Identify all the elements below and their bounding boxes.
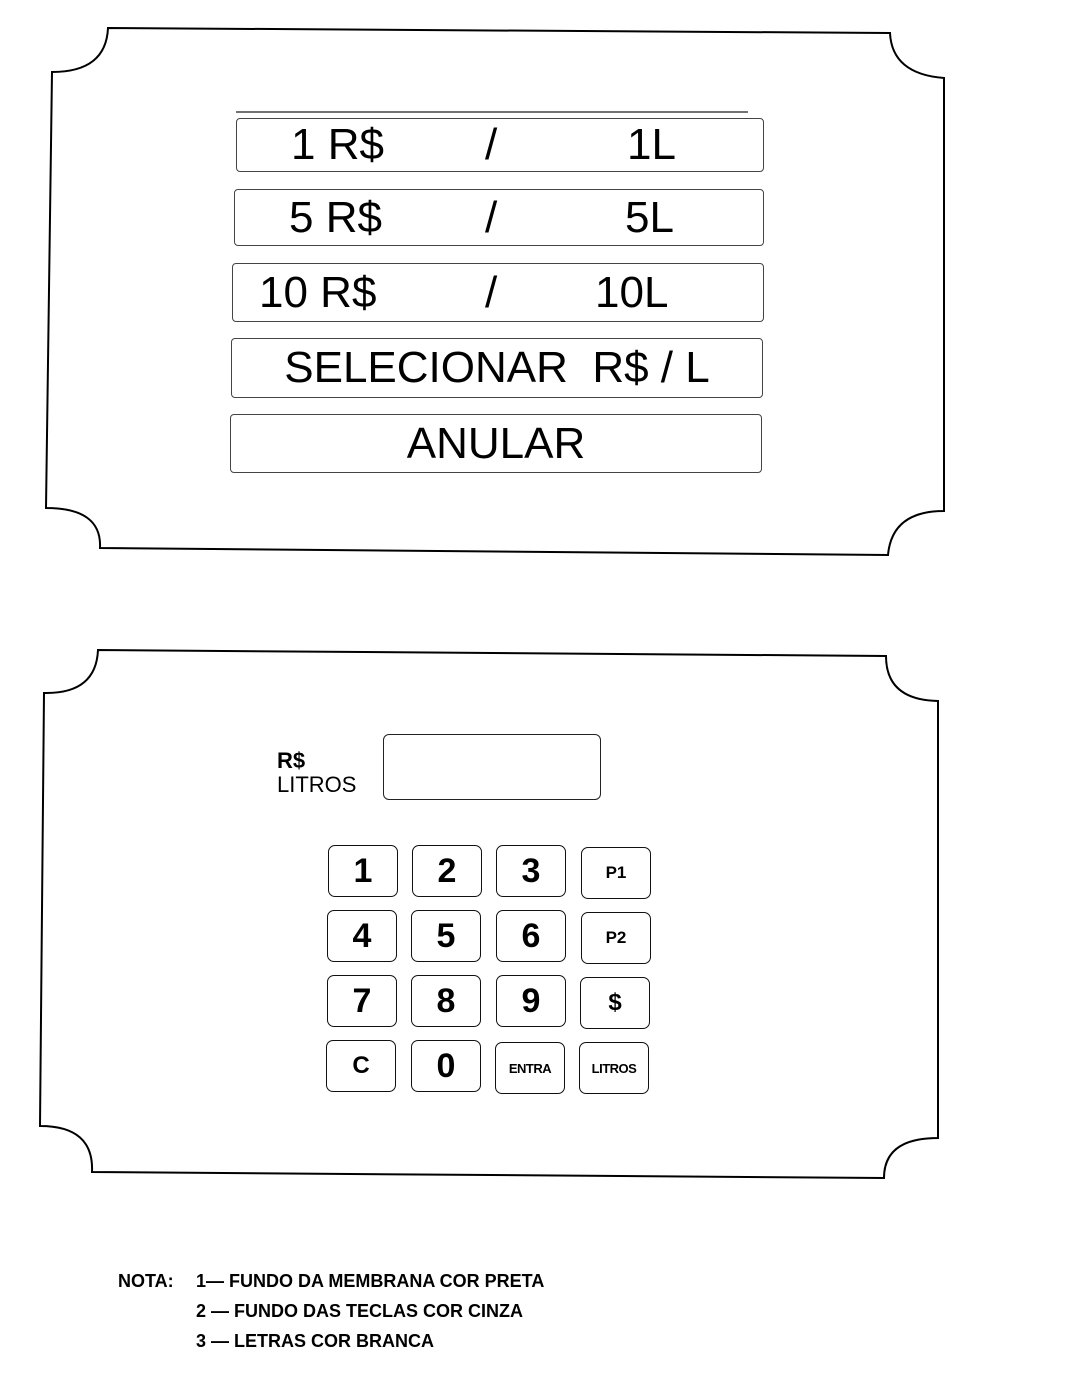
option-separator: / bbox=[485, 267, 498, 317]
key-p2[interactable]: P2 bbox=[581, 912, 651, 964]
key-0[interactable]: 0 bbox=[411, 1040, 481, 1092]
option-litres: 10L bbox=[595, 267, 669, 317]
cancel-button[interactable]: ANULAR bbox=[230, 414, 762, 473]
note-item: 2 — FUNDO DAS TECLAS COR CINZA bbox=[196, 1301, 524, 1321]
key-clear[interactable]: C bbox=[326, 1040, 396, 1092]
key-currency[interactable]: $ bbox=[580, 977, 650, 1029]
key-4[interactable]: 4 bbox=[327, 910, 397, 962]
select-amount-label: SELECIONAR R$ / L bbox=[284, 343, 710, 392]
option-10-real-10-litre[interactable]: 10 R$ / 10L bbox=[232, 263, 764, 322]
amount-display bbox=[383, 734, 601, 800]
option-separator: / bbox=[485, 120, 498, 169]
key-litres[interactable]: LITROS bbox=[579, 1042, 649, 1094]
select-amount-button[interactable]: SELECIONAR R$ / L bbox=[231, 338, 763, 398]
option-litres: 5L bbox=[625, 192, 674, 242]
option-litres: 1L bbox=[627, 120, 676, 169]
key-5[interactable]: 5 bbox=[411, 910, 481, 962]
key-2[interactable]: 2 bbox=[412, 845, 482, 897]
key-8[interactable]: 8 bbox=[411, 975, 481, 1027]
top-panel-outline bbox=[44, 26, 945, 557]
key-p1[interactable]: P1 bbox=[581, 847, 651, 899]
option-amount: 1 R$ bbox=[291, 120, 384, 169]
option-separator: / bbox=[485, 192, 498, 242]
key-enter[interactable]: ENTRA bbox=[495, 1042, 565, 1094]
key-3[interactable]: 3 bbox=[496, 845, 566, 897]
bottom-panel-outline bbox=[38, 648, 939, 1180]
option-amount: 10 R$ bbox=[259, 267, 377, 317]
option-1-real-1-litre[interactable]: 1 R$ / 1L bbox=[236, 118, 764, 172]
display-label-currency: R$ bbox=[277, 748, 306, 773]
key-6[interactable]: 6 bbox=[496, 910, 566, 962]
note-item: 1— FUNDO DA MEMBRANA COR PRETA bbox=[196, 1271, 545, 1291]
key-7[interactable]: 7 bbox=[327, 975, 397, 1027]
option-amount: 5 R$ bbox=[289, 192, 382, 242]
cancel-label: ANULAR bbox=[406, 418, 586, 468]
display-label-litres: LITROS bbox=[277, 772, 357, 797]
notes-heading: NOTA: bbox=[118, 1271, 174, 1291]
key-1[interactable]: 1 bbox=[328, 845, 398, 897]
note-item: 3 — LETRAS COR BRANCA bbox=[196, 1331, 435, 1351]
key-9[interactable]: 9 bbox=[496, 975, 566, 1027]
option-5-real-5-litre[interactable]: 5 R$ / 5L bbox=[234, 189, 764, 246]
